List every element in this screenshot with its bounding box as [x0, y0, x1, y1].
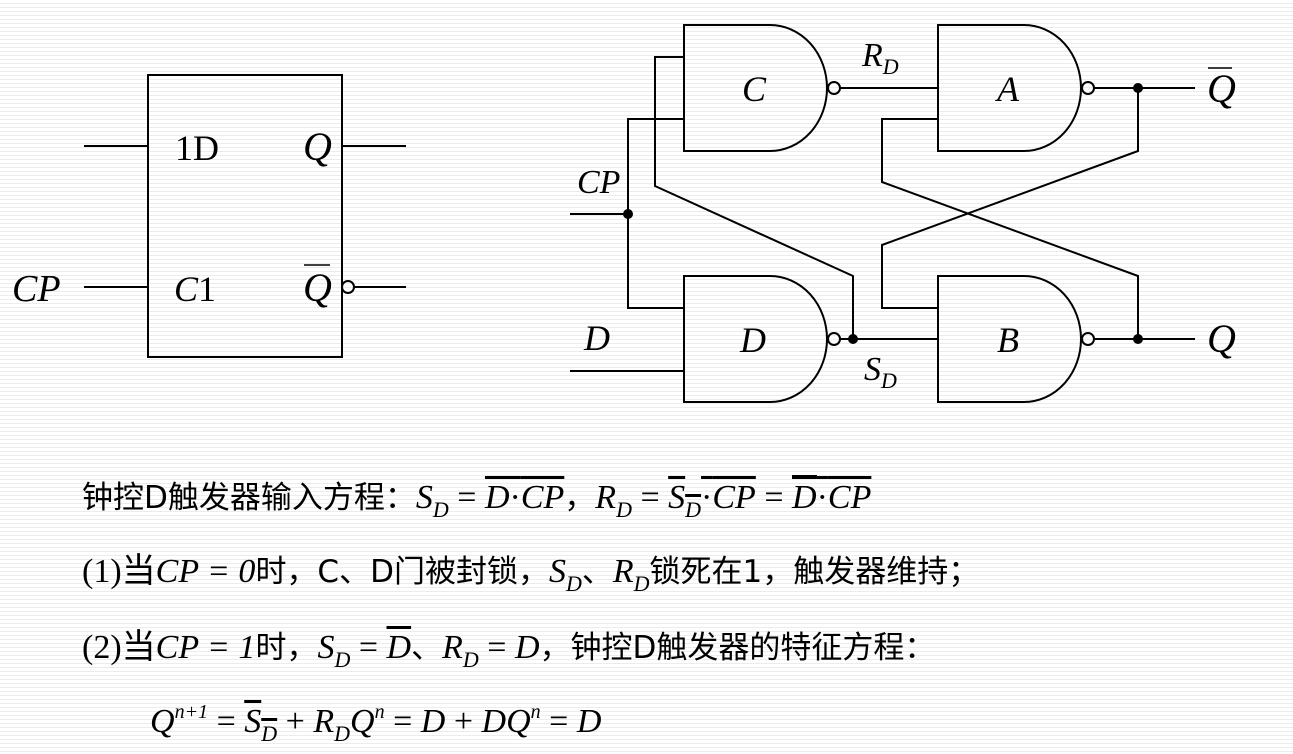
q-output-label: Q: [1207, 316, 1236, 361]
block-clk-label: C1: [174, 269, 216, 309]
sd-feedback-to-c: [654, 56, 854, 339]
d-label: D: [583, 318, 610, 358]
gate-c-label: C: [742, 69, 767, 109]
cp-to-gate-c: [627, 118, 684, 214]
cp-to-gate-d: [627, 214, 684, 309]
gate-a-body: [937, 24, 1082, 152]
qbar-feedback-to-b: [881, 88, 1139, 309]
block-qbar-label: Q: [303, 265, 332, 310]
junction-dots: [623, 83, 1143, 344]
gate-a-bubble: [1081, 81, 1095, 95]
rd-label: RD: [861, 37, 899, 79]
gate-d-label: D: [739, 320, 766, 360]
block-body: [147, 74, 343, 358]
block-d-label: 1D: [175, 128, 219, 168]
gate-b-bubble: [1081, 332, 1095, 346]
block-cp-label: CP: [12, 268, 61, 310]
q-feedback-to-a: [881, 118, 1139, 339]
characteristic-equation: Qn+1 = SD + RDQn = D + DQn = D: [150, 701, 602, 746]
equation-line-2: (1)当CP = 0时，C、D门被封锁，SD、RD锁死在1，触发器维持；: [82, 553, 980, 596]
block-q-label: Q: [303, 124, 332, 169]
gate-c-body: [683, 24, 828, 152]
gate-c-bubble: [827, 81, 841, 95]
inversion-bubble: [341, 280, 355, 294]
gate-a-label: A: [995, 69, 1020, 109]
nand-gate-circuit: [570, 24, 1232, 403]
equation-line-1: 钟控D触发器输入方程：SD = D·CP，RD = SD·CP = D·CP: [82, 475, 871, 522]
circuit-diagram: 1D C1 Q Q CP C A D B RD SD CP D Q Q: [12, 24, 1236, 403]
d-flipflop-block-symbol: [84, 74, 406, 358]
gate-d-bubble: [827, 332, 841, 346]
gate-b-label: B: [997, 320, 1019, 360]
gate-b-body: [937, 275, 1082, 403]
cp-label: CP: [577, 164, 620, 201]
sd-label: SD: [864, 351, 897, 393]
equation-line-3: (2)当CP = 1时，SD = D、RD = D，钟控D触发器的特征方程：: [82, 629, 936, 672]
qbar-output-label: Q: [1207, 66, 1236, 111]
gate-d-body: [683, 275, 828, 403]
